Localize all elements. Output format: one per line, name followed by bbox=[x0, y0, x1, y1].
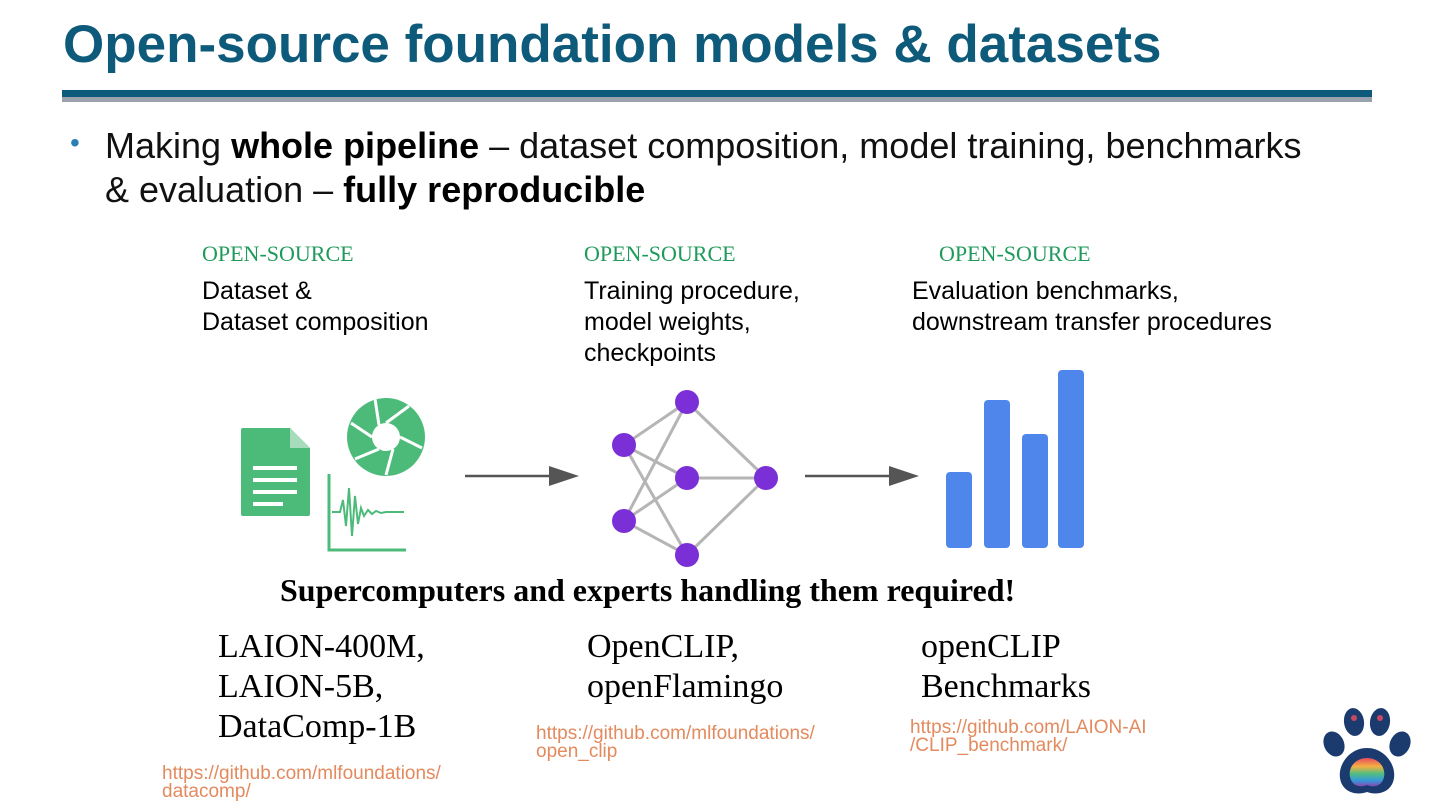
project-name: openCLIP bbox=[921, 628, 1061, 665]
bullet-bold-1: whole pipeline bbox=[231, 125, 480, 166]
datacomp-link[interactable]: https://github.com/mlfoundations/ dataco… bbox=[162, 763, 441, 802]
bullet-bold-2: fully reproducible bbox=[343, 169, 646, 210]
open-source-tag-dataset: OPEN-SOURCE bbox=[202, 241, 354, 266]
model-description: Training procedure, model weights, check… bbox=[584, 276, 800, 369]
open-clip-link[interactable]: https://github.com/mlfoundations/ open_c… bbox=[536, 723, 815, 762]
project-name: LAION-400M, bbox=[218, 628, 425, 665]
url-line[interactable]: https://github.com/mlfoundations/ bbox=[162, 763, 441, 784]
description-line: checkpoints bbox=[584, 339, 717, 367]
description-line: Evaluation benchmarks, bbox=[912, 277, 1179, 305]
clip-benchmark-link[interactable]: https://github.com/LAION-AI /CLIP_benchm… bbox=[910, 717, 1147, 756]
project-name: DataComp-1B bbox=[218, 708, 417, 745]
arrow-right-icon bbox=[465, 466, 579, 486]
description-line: downstream transfer procedures bbox=[912, 308, 1272, 336]
description-line: Training procedure, bbox=[584, 277, 800, 305]
title-rule-blue bbox=[62, 90, 1372, 97]
description-line: Dataset & bbox=[202, 277, 312, 305]
bullet-part-1: Making bbox=[105, 125, 232, 166]
open-source-tag-evaluation: OPEN-SOURCE bbox=[939, 241, 1091, 266]
project-name: LAION-5B, bbox=[218, 668, 384, 705]
camera-shutter-icon bbox=[347, 398, 425, 476]
document-icon bbox=[241, 428, 310, 516]
project-name: openFlamingo bbox=[587, 668, 784, 705]
supercomputers-note: Supercomputers and experts handling them… bbox=[280, 572, 1016, 608]
evaluation-projects: openCLIP Benchmarks bbox=[921, 627, 1091, 707]
slide-title: Open-source foundation models & datasets bbox=[63, 15, 1162, 74]
evaluation-description: Evaluation benchmarks, downstream transf… bbox=[912, 276, 1272, 338]
neural-network-icon bbox=[612, 390, 778, 567]
waveform-chart-icon bbox=[327, 474, 406, 552]
description-line: model weights, bbox=[584, 308, 751, 336]
bullet-marker: • bbox=[70, 127, 80, 158]
bar-chart-icon bbox=[946, 370, 1084, 548]
model-projects: OpenCLIP, openFlamingo bbox=[587, 627, 783, 707]
bullet-text: Making whole pipeline – dataset composit… bbox=[105, 124, 1325, 212]
project-name: OpenCLIP, bbox=[587, 628, 740, 665]
url-line[interactable]: datacomp/ bbox=[162, 781, 251, 802]
url-line[interactable]: open_clip bbox=[536, 741, 618, 762]
project-name: Benchmarks bbox=[921, 668, 1091, 705]
title-rule-gray bbox=[62, 97, 1372, 102]
dataset-description: Dataset & Dataset composition bbox=[202, 276, 429, 338]
arrow-right-icon bbox=[805, 466, 919, 486]
dataset-projects: LAION-400M, LAION-5B, DataComp-1B bbox=[218, 627, 425, 747]
url-line[interactable]: https://github.com/mlfoundations/ bbox=[536, 723, 815, 744]
url-line[interactable]: /CLIP_benchmark/ bbox=[910, 735, 1068, 756]
bullet-part-2: – dataset composition, model training, b… bbox=[105, 125, 1302, 210]
description-line: Dataset composition bbox=[202, 308, 429, 336]
paw-logo-icon bbox=[1323, 708, 1411, 794]
open-source-tag-model: OPEN-SOURCE bbox=[584, 241, 736, 266]
url-line[interactable]: https://github.com/LAION-AI bbox=[910, 717, 1147, 738]
